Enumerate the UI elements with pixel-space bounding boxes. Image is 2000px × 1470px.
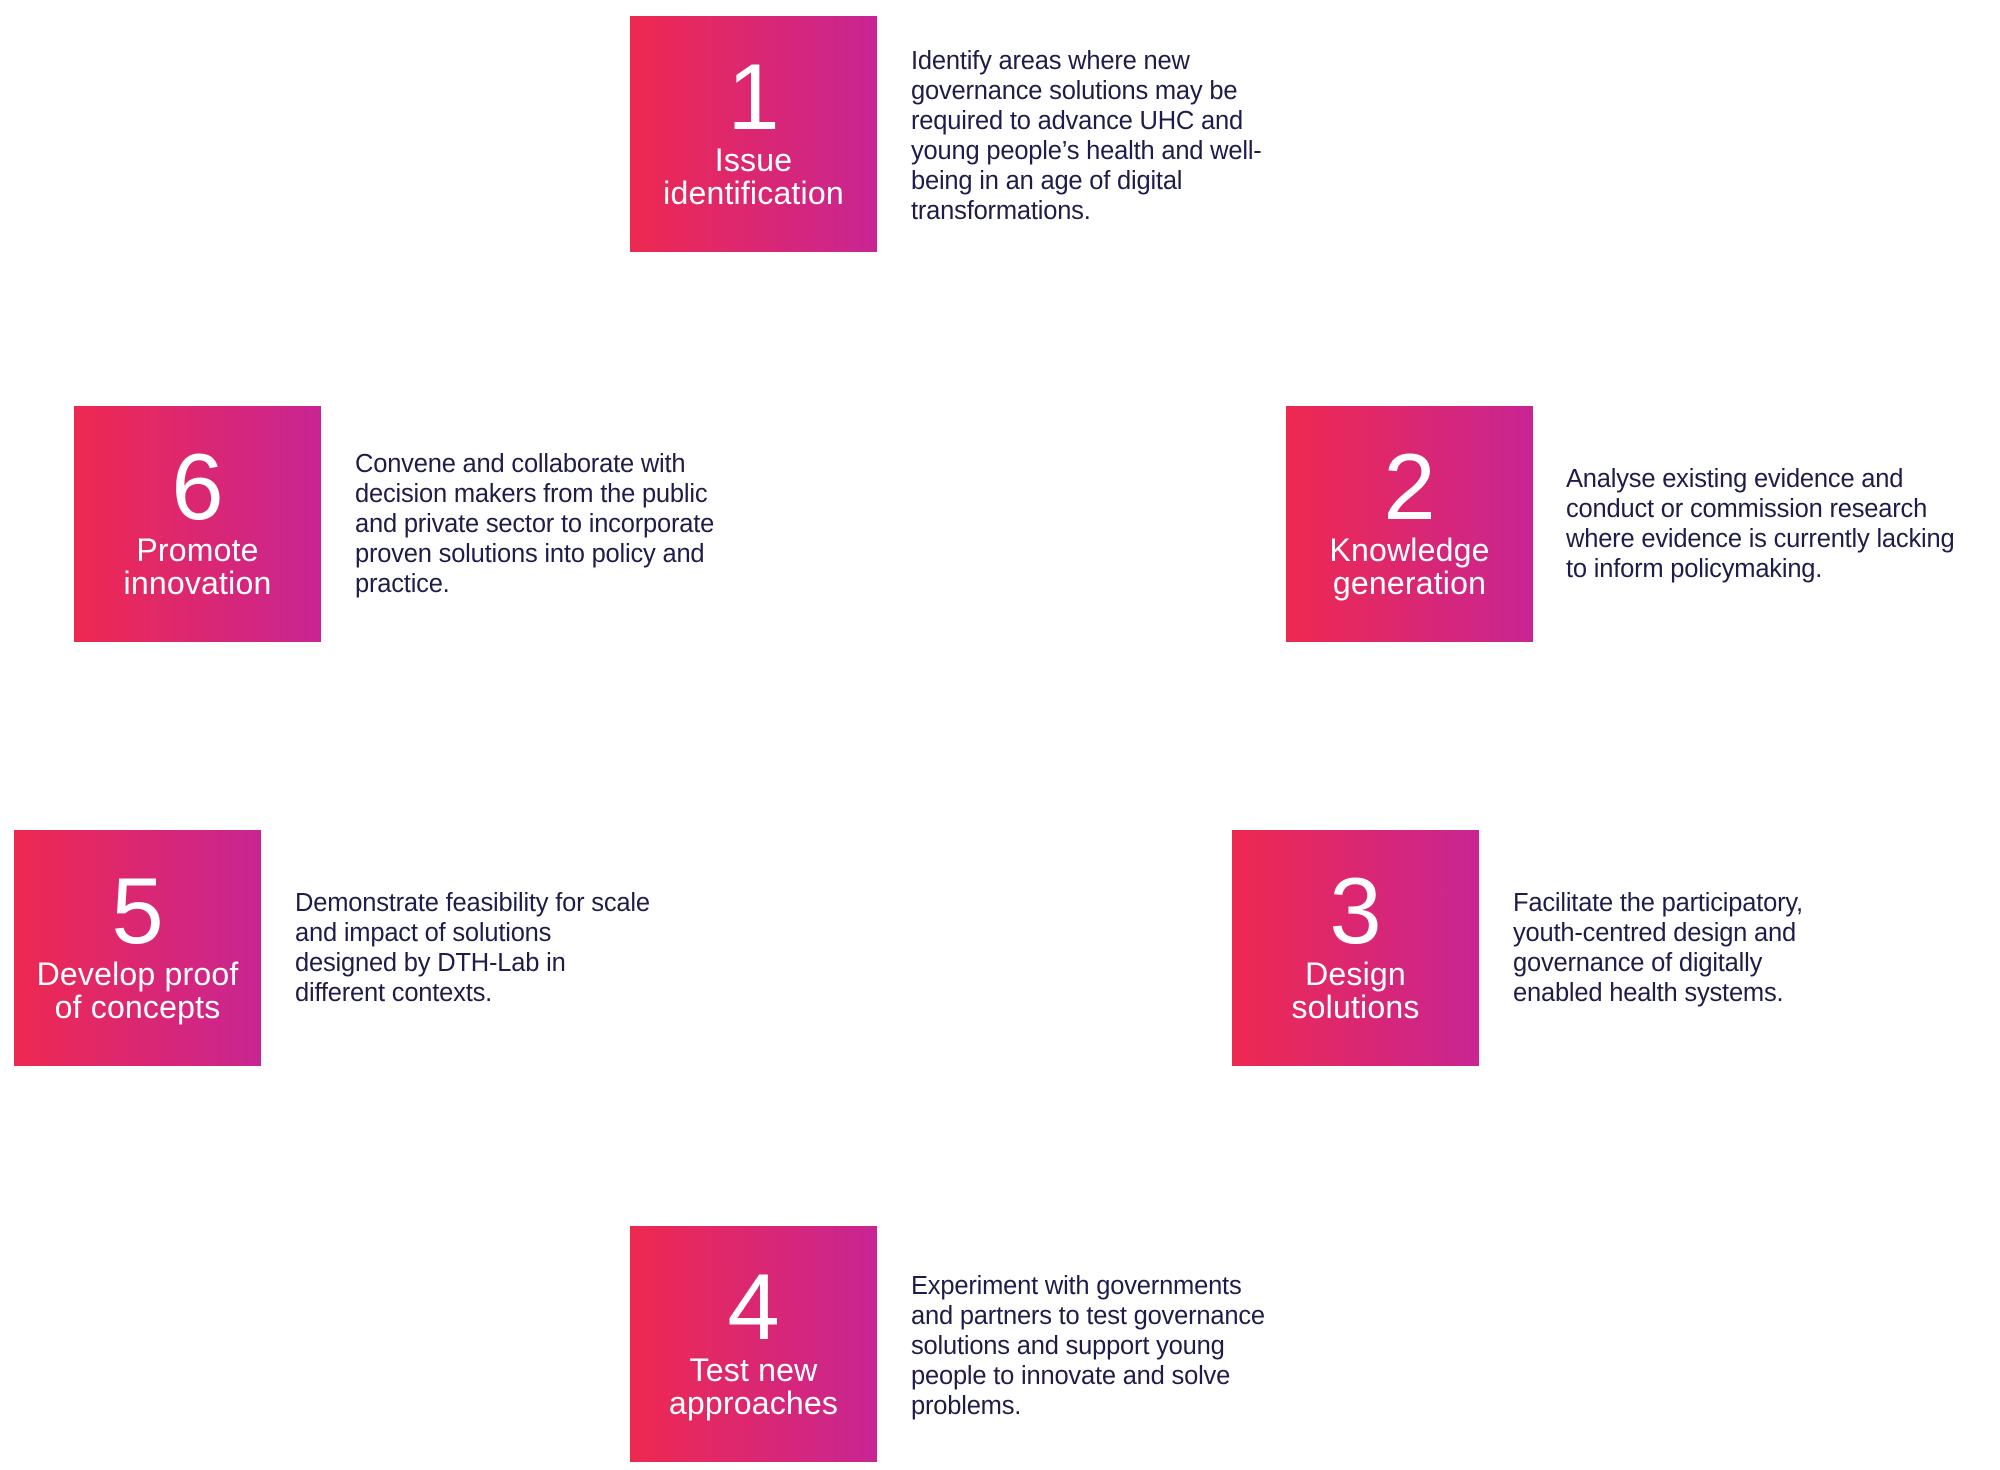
step-1-title-line2: identification <box>663 175 844 211</box>
step-4-title-line2: approaches <box>668 1385 839 1421</box>
step-5-tile: 5 Develop proof of concepts <box>14 830 261 1066</box>
step-4-number: 4 <box>727 1254 780 1359</box>
step-5-number: 5 <box>111 858 164 963</box>
step-4-tile: 4 Test new approaches <box>630 1226 877 1462</box>
step-2-title-line2: generation <box>1332 565 1487 601</box>
step-1-number: 1 <box>727 44 780 149</box>
step-3-tile: 3 Design solutions <box>1232 830 1479 1066</box>
step-6-title-line1: Promote <box>136 532 259 568</box>
step-2-title-line1: Knowledge <box>1329 532 1490 568</box>
step-5-title: Develop proof of concepts <box>18 958 257 1024</box>
step-6-title: Promote innovation <box>78 534 317 600</box>
step-3-title-line2: solutions <box>1291 989 1420 1025</box>
step-2-tile: 2 Knowledge generation <box>1286 406 1533 642</box>
step-5-title-line1: Develop proof <box>36 956 239 992</box>
step-6-number: 6 <box>171 434 224 539</box>
step-1-title: Issue identification <box>634 144 873 210</box>
step-5-description: Demonstrate feasibility for scale and im… <box>295 889 650 1007</box>
step-6-tile: 6 Promote innovation <box>74 406 321 642</box>
step-3-number: 3 <box>1329 858 1382 963</box>
step-4-title: Test new approaches <box>634 1354 873 1420</box>
step-2-number: 2 <box>1383 434 1436 539</box>
step-2-title: Knowledge generation <box>1290 534 1529 600</box>
step-4-title-line1: Test new <box>689 1352 818 1388</box>
step-1-tile: 1 Issue identification <box>630 16 877 252</box>
step-3-title-line1: Design <box>1305 956 1406 992</box>
step-2-description: Analyse existing evidence and conduct or… <box>1566 465 1955 583</box>
step-5-title-line2: of concepts <box>54 989 221 1025</box>
step-3-title: Design solutions <box>1236 958 1475 1024</box>
step-1-description: Identify areas where new governance solu… <box>911 47 1262 225</box>
step-6-description: Convene and collaborate with decision ma… <box>355 450 715 598</box>
step-1-title-line1: Issue <box>714 142 793 178</box>
step-3-description: Facilitate the participatory, youth-cent… <box>1513 889 1803 1007</box>
step-4-description: Experiment with governments and partners… <box>911 1272 1265 1420</box>
step-6-title-line2: innovation <box>123 565 272 601</box>
